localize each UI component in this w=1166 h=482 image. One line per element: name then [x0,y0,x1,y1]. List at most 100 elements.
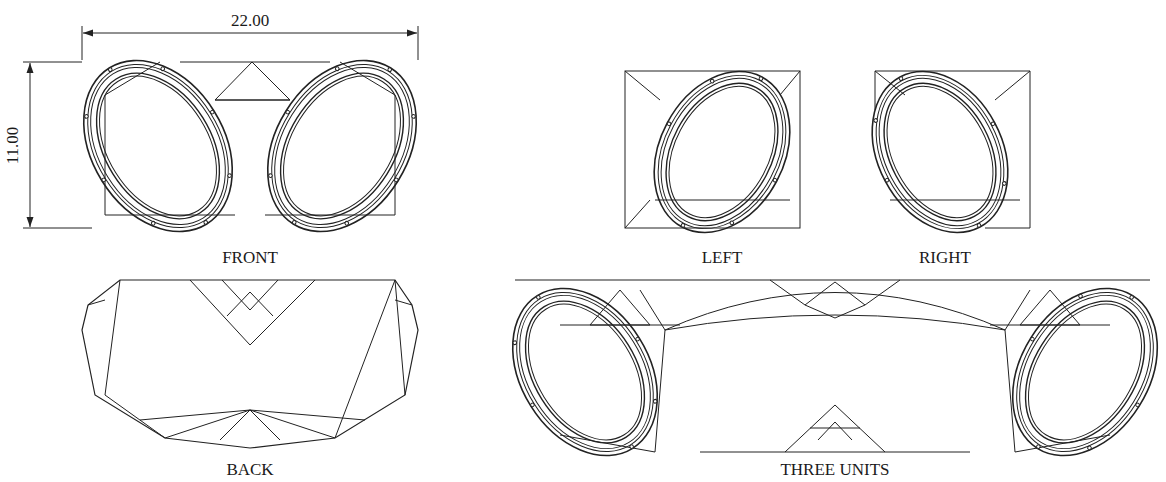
speaker-ring-part [238,33,447,258]
speaker-ring-part [493,271,678,472]
speaker-ring-part [628,48,817,256]
speaker-ring-part [637,57,807,246]
back-view-part [220,410,280,440]
speaker-ring-part [501,280,669,465]
speaker-ring-part [243,39,441,254]
speaker-ring-part [75,55,240,237]
dimension-lines-part [30,63,31,227]
speaker-ring-part [989,267,1166,476]
three-units-view-part [700,452,970,453]
back-view-part [82,280,418,448]
dimension-lines-part [83,33,417,34]
right-view-part [890,200,1020,201]
speaker-ring-part-part [203,220,208,225]
speaker-ring-part [627,48,816,256]
speaker-ring [845,48,1034,256]
front-view-part [180,62,330,63]
speaker-ring-part-part [512,340,517,345]
speaker-ring-part [259,55,424,237]
speaker-ring-part [71,51,245,241]
three-units-view-part [810,405,860,428]
three-units-view [483,262,1166,482]
speaker-ring-part [505,284,665,460]
back-view [82,280,418,448]
speaker-ring-part-part [991,121,996,126]
speaker-ring-part-part [1036,444,1041,449]
front-view-part [215,100,290,101]
speaker-ring-part-part [101,177,106,182]
speaker-ring [53,33,262,259]
speaker-ring-part-part [873,118,878,123]
back-view-part [88,300,412,305]
speaker-ring-part-part [653,399,658,404]
speaker-ring-part [846,48,1035,256]
speaker-ring [983,262,1166,482]
speaker-ring-part [648,68,797,236]
speaker-ring-part [644,64,801,240]
speaker-ring [627,48,816,256]
speaker-ring-part-part [84,114,89,119]
dimension-lines-part [23,62,82,63]
speaker-ring-part-part [536,295,541,300]
speaker-ring-part [983,262,1166,482]
speaker-ring-part-part [1002,181,1007,186]
speaker-ring-part [993,271,1166,472]
speaker-ring-part [862,64,1019,240]
three-units-view-part [770,280,900,305]
speaker-ring-part-part [210,110,215,115]
speaker-ring-part-part [885,178,890,183]
speaker-ring-part [53,33,262,259]
speaker-ring-part [983,262,1166,482]
speaker-ring-part-part [629,444,634,449]
speaker-ring-part [483,262,687,482]
speaker-ring-part-part [108,67,113,72]
dimension-label: 22.00 [231,12,269,29]
three-units-view-part [665,315,1005,330]
dimension-lines-part [23,228,92,229]
speaker-ring-part-part [411,114,416,119]
view-label: LEFT [702,249,743,266]
three-units-view-part [640,290,1030,330]
back-view-part [227,292,273,316]
dimension-lines-part [82,26,83,60]
speaker-ring-part-part [394,177,399,182]
speaker-ring-part-part [899,76,904,81]
three-units-view-part [805,305,865,318]
back-view-part [190,280,315,345]
speaker-ring-part-part [729,220,734,225]
three-units-view-part [818,422,852,440]
speaker-ring-part-part [710,79,715,84]
speaker-ring-part [866,68,1015,236]
speaker-ring-part-part [977,223,982,228]
speaker-ring-part-part [1135,402,1140,407]
speaker-ring-part [1001,280,1166,465]
view-label: FRONT [222,249,278,266]
speaker-ring-part [247,43,437,250]
back-view-part [140,410,365,420]
speaker-ring-part [633,53,811,250]
speaker-ring-part-part [227,173,232,178]
three-units-view-part [655,293,1015,453]
speaker-ring-part [855,57,1025,246]
speaker-ring-part-part [160,66,165,71]
speaker-ring-part-part [1030,337,1035,342]
three-units-view-part [560,325,1110,326]
speaker-ring [483,262,687,482]
speaker-ring-part [489,267,682,476]
speaker-ring-part-part [335,66,340,71]
right-view [845,48,1034,256]
speaker-ring-part-part [1087,445,1092,450]
speaker-ring-part-part [1129,295,1134,300]
speaker-ring-part [845,48,1034,256]
speaker-ring [237,33,446,259]
speaker-ring-part-part [1078,294,1083,299]
view-label: THREE UNITS [780,461,889,478]
front-view [53,33,446,259]
speaker-ring-part [237,33,446,259]
speaker-ring-part-part [530,402,535,407]
back-view-part [222,280,278,310]
speaker-ring-part-part [285,110,290,115]
speaker-ring-part [59,39,257,254]
